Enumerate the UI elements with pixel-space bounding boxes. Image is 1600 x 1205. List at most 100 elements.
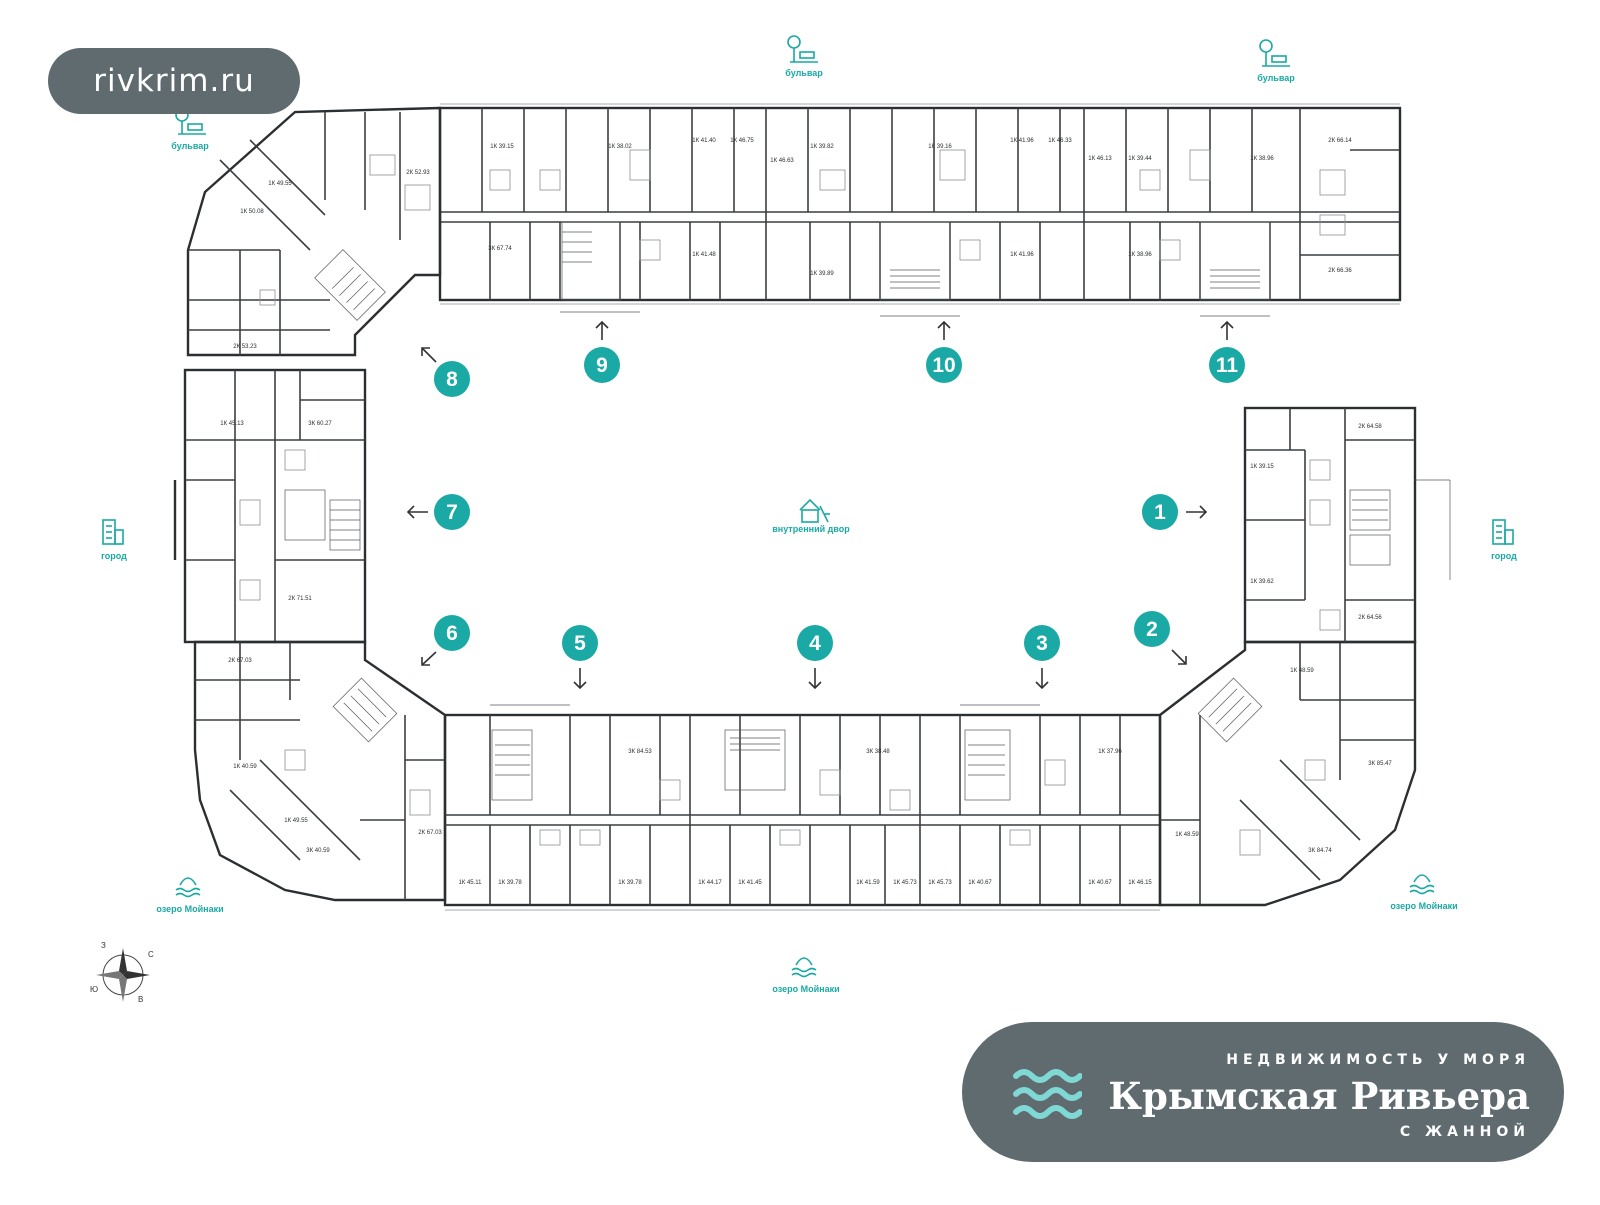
lake-waves-icon (1409, 874, 1435, 895)
entrance-8[interactable]: 8 (421, 347, 470, 397)
arrow-right-icon (1186, 505, 1208, 519)
apt-label: 1К 38.96 (1128, 252, 1152, 258)
apt-label: 1К 40.59 (233, 764, 257, 770)
entrance-number: 2 (1146, 618, 1158, 641)
apt-label: 1К 44.17 (698, 880, 722, 886)
apt-label: 2К 52.93 (406, 170, 430, 176)
landmark-label: озеро Мойнаки (1390, 901, 1457, 911)
apt-label: 1К 40.67 (968, 880, 992, 886)
entrance-10[interactable]: 10 (926, 320, 962, 383)
compass-label: В (138, 995, 143, 1004)
entrance-7[interactable]: 7 (406, 494, 470, 530)
apt-label: 1К 49.55 (268, 181, 292, 187)
entrance-9[interactable]: 9 (584, 320, 620, 383)
apt-label: 1К 39.62 (1250, 579, 1274, 585)
apt-label: 1К 46.75 (730, 138, 754, 144)
park-bench-icon (1259, 39, 1290, 67)
landmark-label: озеро Мойнаки (156, 904, 223, 914)
arrow-down-icon (1035, 668, 1049, 690)
brand-subline: С ЖАННОЙ (1399, 1124, 1530, 1140)
apt-label: 1К 39.82 (810, 144, 834, 150)
lake-marker-south: озеро Мойнаки (772, 957, 840, 994)
building-icon (102, 519, 124, 545)
lake-marker-se: озеро Мойнаки (1390, 874, 1458, 911)
entrance-markers: 1 2 3 4 5 6 (406, 320, 1245, 690)
entrance-3[interactable]: 3 (1024, 625, 1060, 690)
apt-label: 1К 38.02 (608, 144, 632, 150)
landmark-label: бульвар (171, 141, 209, 151)
apt-label: 1К 46.63 (770, 158, 794, 164)
apt-label: 1К 41.40 (692, 138, 716, 144)
apt-label: 2К 64.58 (1358, 424, 1382, 430)
entrance-number: 7 (446, 501, 458, 524)
apt-label: 1К 38.96 (1250, 156, 1274, 162)
apt-label: 3К 60.27 (308, 421, 332, 427)
apt-label: 1К 41.59 (856, 880, 880, 886)
entrance-5[interactable]: 5 (562, 625, 598, 690)
building-icon (1492, 519, 1514, 545)
brand-name: Крымская Ривьера (1108, 1074, 1530, 1118)
apt-label: 2К 53.23 (233, 344, 257, 350)
entrance-6[interactable]: 6 (421, 615, 470, 666)
apt-label: 1К 39.89 (810, 271, 834, 277)
apt-label: 2К 67.03 (418, 830, 442, 836)
waves-logo-icon (1013, 1069, 1082, 1119)
north-wing: 1К 39.15 1К 38.02 1К 41.40 1К 46.75 1К 4… (438, 103, 1402, 317)
apt-label: 2К 64.56 (1358, 615, 1382, 621)
apt-label: 1К 45.73 (893, 880, 917, 886)
apt-label: 2К 71.51 (288, 596, 312, 602)
site-url: rivkrim.ru (93, 63, 255, 99)
apt-label: 1К 39.15 (1250, 464, 1274, 470)
entrance-4[interactable]: 4 (797, 625, 833, 690)
apt-label: 1К 41.96 (1010, 252, 1034, 258)
apt-label: 1К 46.15 (1128, 880, 1152, 886)
boulevard-marker-3: бульвар (171, 108, 209, 151)
entrance-number: 9 (596, 354, 608, 377)
west-wing: 1К 45.13 3К 60.27 2К 71.51 (173, 368, 367, 644)
apt-label: 1К 46.33 (1048, 138, 1072, 144)
apt-label: 1К 41.96 (1010, 138, 1034, 144)
arrow-up-icon (1220, 320, 1234, 340)
entrance-number: 8 (446, 368, 458, 391)
apt-label: 1К 45.11 (458, 880, 482, 886)
playground-icon (799, 498, 830, 523)
entrance-number: 4 (809, 632, 821, 655)
apt-label: 1К 41.48 (692, 252, 716, 258)
apt-label: 1К 49.55 (284, 818, 308, 824)
entrance-number: 11 (1216, 354, 1239, 377)
compass-label: С (148, 950, 154, 959)
arrow-up-icon (937, 320, 951, 340)
apt-label: 1К 45.13 (220, 421, 244, 427)
lake-marker-sw: озеро Мойнаки (156, 877, 224, 914)
apt-label: 3К 67.74 (488, 246, 512, 252)
entrance-number: 10 (932, 354, 955, 377)
apt-label: 2К 67.03 (228, 658, 252, 664)
landmark-label: город (1491, 551, 1517, 561)
entrance-11[interactable]: 11 (1209, 320, 1245, 383)
entrance-number: 3 (1036, 632, 1048, 655)
apt-label: 1К 39.78 (618, 880, 642, 886)
brand-tagline: НЕДВИЖИМОСТЬ У МОРЯ (1226, 1052, 1530, 1068)
apt-label: 3К 84.53 (628, 749, 652, 755)
apt-label: 1К 39.44 (1128, 156, 1152, 162)
landmark-label: бульвар (785, 68, 823, 78)
city-marker-east: город (1491, 519, 1517, 561)
entrance-number: 5 (574, 632, 586, 655)
arrow-down-right-icon (1171, 649, 1187, 665)
apt-label: 1К 39.16 (928, 144, 952, 150)
arrow-up-left-icon (421, 347, 437, 363)
apt-label: 1К 46.13 (1088, 156, 1112, 162)
apt-label: 3К 40.59 (306, 848, 330, 854)
entrance-2[interactable]: 2 (1134, 611, 1187, 665)
apt-label: 1К 48.59 (1175, 832, 1199, 838)
boulevard-marker-1: бульвар (785, 35, 823, 78)
entrance-1[interactable]: 1 (1142, 494, 1208, 530)
apt-label: 1К 50.08 (240, 209, 264, 215)
arrow-up-icon (595, 320, 609, 340)
apt-label: 3К 84.74 (1308, 848, 1332, 854)
site-url-badge[interactable]: rivkrim.ru (48, 48, 300, 114)
nw-corner-block: 1К 49.55 2К 52.93 1К 50.08 2К 53.23 (186, 106, 442, 357)
compass-label: Ю (90, 985, 98, 994)
